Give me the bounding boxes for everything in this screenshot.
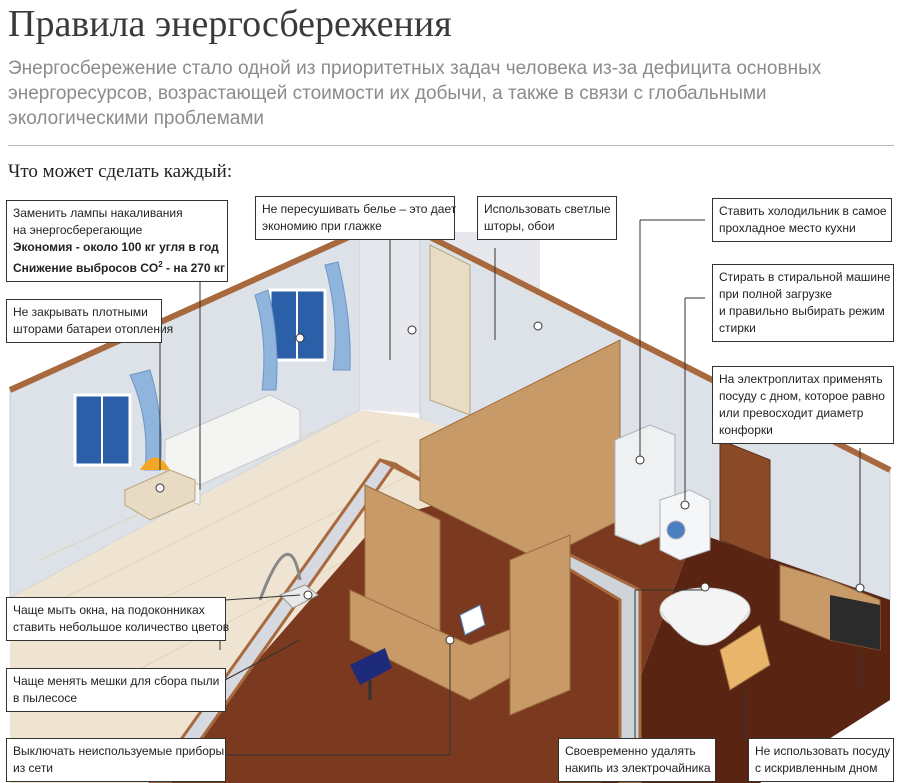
chair-kitchen	[719, 624, 771, 691]
callout-replace-lamps: Заменить лампы накаливания на энергосбер…	[6, 200, 228, 282]
callout-text: накипь из электрочайника	[565, 761, 711, 775]
callout-text: Своевременно удалять	[565, 744, 696, 758]
kitchen-door	[719, 439, 771, 561]
callout-text: Заменить лампы накаливания	[13, 206, 183, 220]
callout-windows: Чаще мыть окна, на подоконниках ставить …	[6, 597, 230, 641]
callout-text: Чаще менять мешки для сбора пыли	[13, 674, 220, 688]
callout-vacuum: Чаще менять мешки для сбора пыли в пылес…	[6, 668, 226, 712]
apartment-drawing	[8, 219, 892, 783]
callout-text: конфорки	[719, 423, 773, 437]
callout-text: Использовать светлые	[484, 202, 611, 216]
callout-text: при полной загрузке	[719, 287, 833, 301]
callout-text: шторами батареи отопления	[13, 322, 174, 336]
leader-dots	[155, 321, 865, 645]
page-title: Правила энергосбережения	[8, 3, 452, 45]
callout-text: и правильно выбирать режим	[719, 304, 885, 318]
callout-warped-pots: Не использовать посуду с искривленным дн…	[748, 738, 894, 782]
callout-text: Снижение выбросов CO	[13, 261, 159, 275]
divider	[8, 145, 894, 146]
callout-washing-machine: Стирать в стиральной машине при полной з…	[712, 264, 894, 342]
callout-fridge: Ставить холодильник в самое прохладное м…	[712, 198, 892, 242]
laptop	[459, 604, 486, 636]
callout-text: Чаще мыть окна, на подоконниках	[13, 603, 205, 617]
callout-unplug-devices: Выключать неиспользуемые приборы из сети	[6, 738, 226, 782]
washer-door	[666, 520, 686, 540]
table-lamp	[140, 457, 170, 470]
callout-text: прохладное место кухни	[719, 221, 856, 235]
office-chair	[350, 648, 392, 700]
callout-light-curtains: Использовать светлые шторы, обои	[477, 196, 617, 240]
apartment-illustration	[0, 183, 900, 783]
callout-text: шторы, обои	[484, 219, 555, 233]
callout-text: Не пересушивать белье – это дает	[262, 202, 457, 216]
window-left	[73, 393, 132, 467]
wardrobe	[429, 244, 471, 416]
section-heading: Что может сделать каждый:	[8, 161, 233, 182]
washing-machine	[659, 489, 711, 561]
callout-text: Не использовать посуду	[755, 744, 891, 758]
stove	[830, 595, 880, 650]
window-right	[268, 288, 327, 362]
callout-radiators: Не закрывать плотными шторами батареи от…	[6, 299, 174, 343]
callout-text: Не закрывать плотными	[13, 305, 148, 319]
callout-text: ставить небольшое количество цветов	[13, 620, 230, 634]
callout-kettle: Своевременно удалять накипь из электроча…	[558, 738, 716, 782]
callout-text: или превосходит диаметр	[719, 406, 864, 420]
callout-text: Экономия - около 100 кг угля в год	[13, 240, 219, 254]
callout-text: посуду с дном, которое равно	[719, 389, 885, 403]
callout-stove: На электроплитах применять посуду с дном…	[712, 366, 894, 444]
shelf-unit-office-2	[509, 534, 571, 716]
subscript-two: 2	[158, 260, 163, 269]
callout-laundry: Не пересушивать белье – это дает экономи…	[255, 196, 457, 240]
callout-emission-line: Снижение выбросов CO2 - на 270 кг	[13, 256, 225, 277]
callout-text: в пылесосе	[13, 691, 77, 705]
callout-text: экономию при глажке	[262, 219, 382, 233]
page-subtitle: Энергосбережение стало одной из приорите…	[8, 58, 822, 129]
callout-text: на энергосберегающие	[13, 223, 143, 237]
callout-text: На электроплитах применять	[719, 372, 883, 386]
callout-text: Стирать в стиральной машине	[719, 270, 891, 284]
callout-text: Ставить холодильник в самое	[719, 204, 887, 218]
callout-text: - на 270 кг	[162, 261, 225, 275]
callout-text: с искривленным дном	[755, 761, 878, 775]
callout-text: из сети	[13, 761, 54, 775]
tablecloth	[659, 609, 751, 646]
callout-text: Выключать неиспользуемые приборы	[13, 744, 225, 758]
callout-text: стирки	[719, 321, 756, 335]
